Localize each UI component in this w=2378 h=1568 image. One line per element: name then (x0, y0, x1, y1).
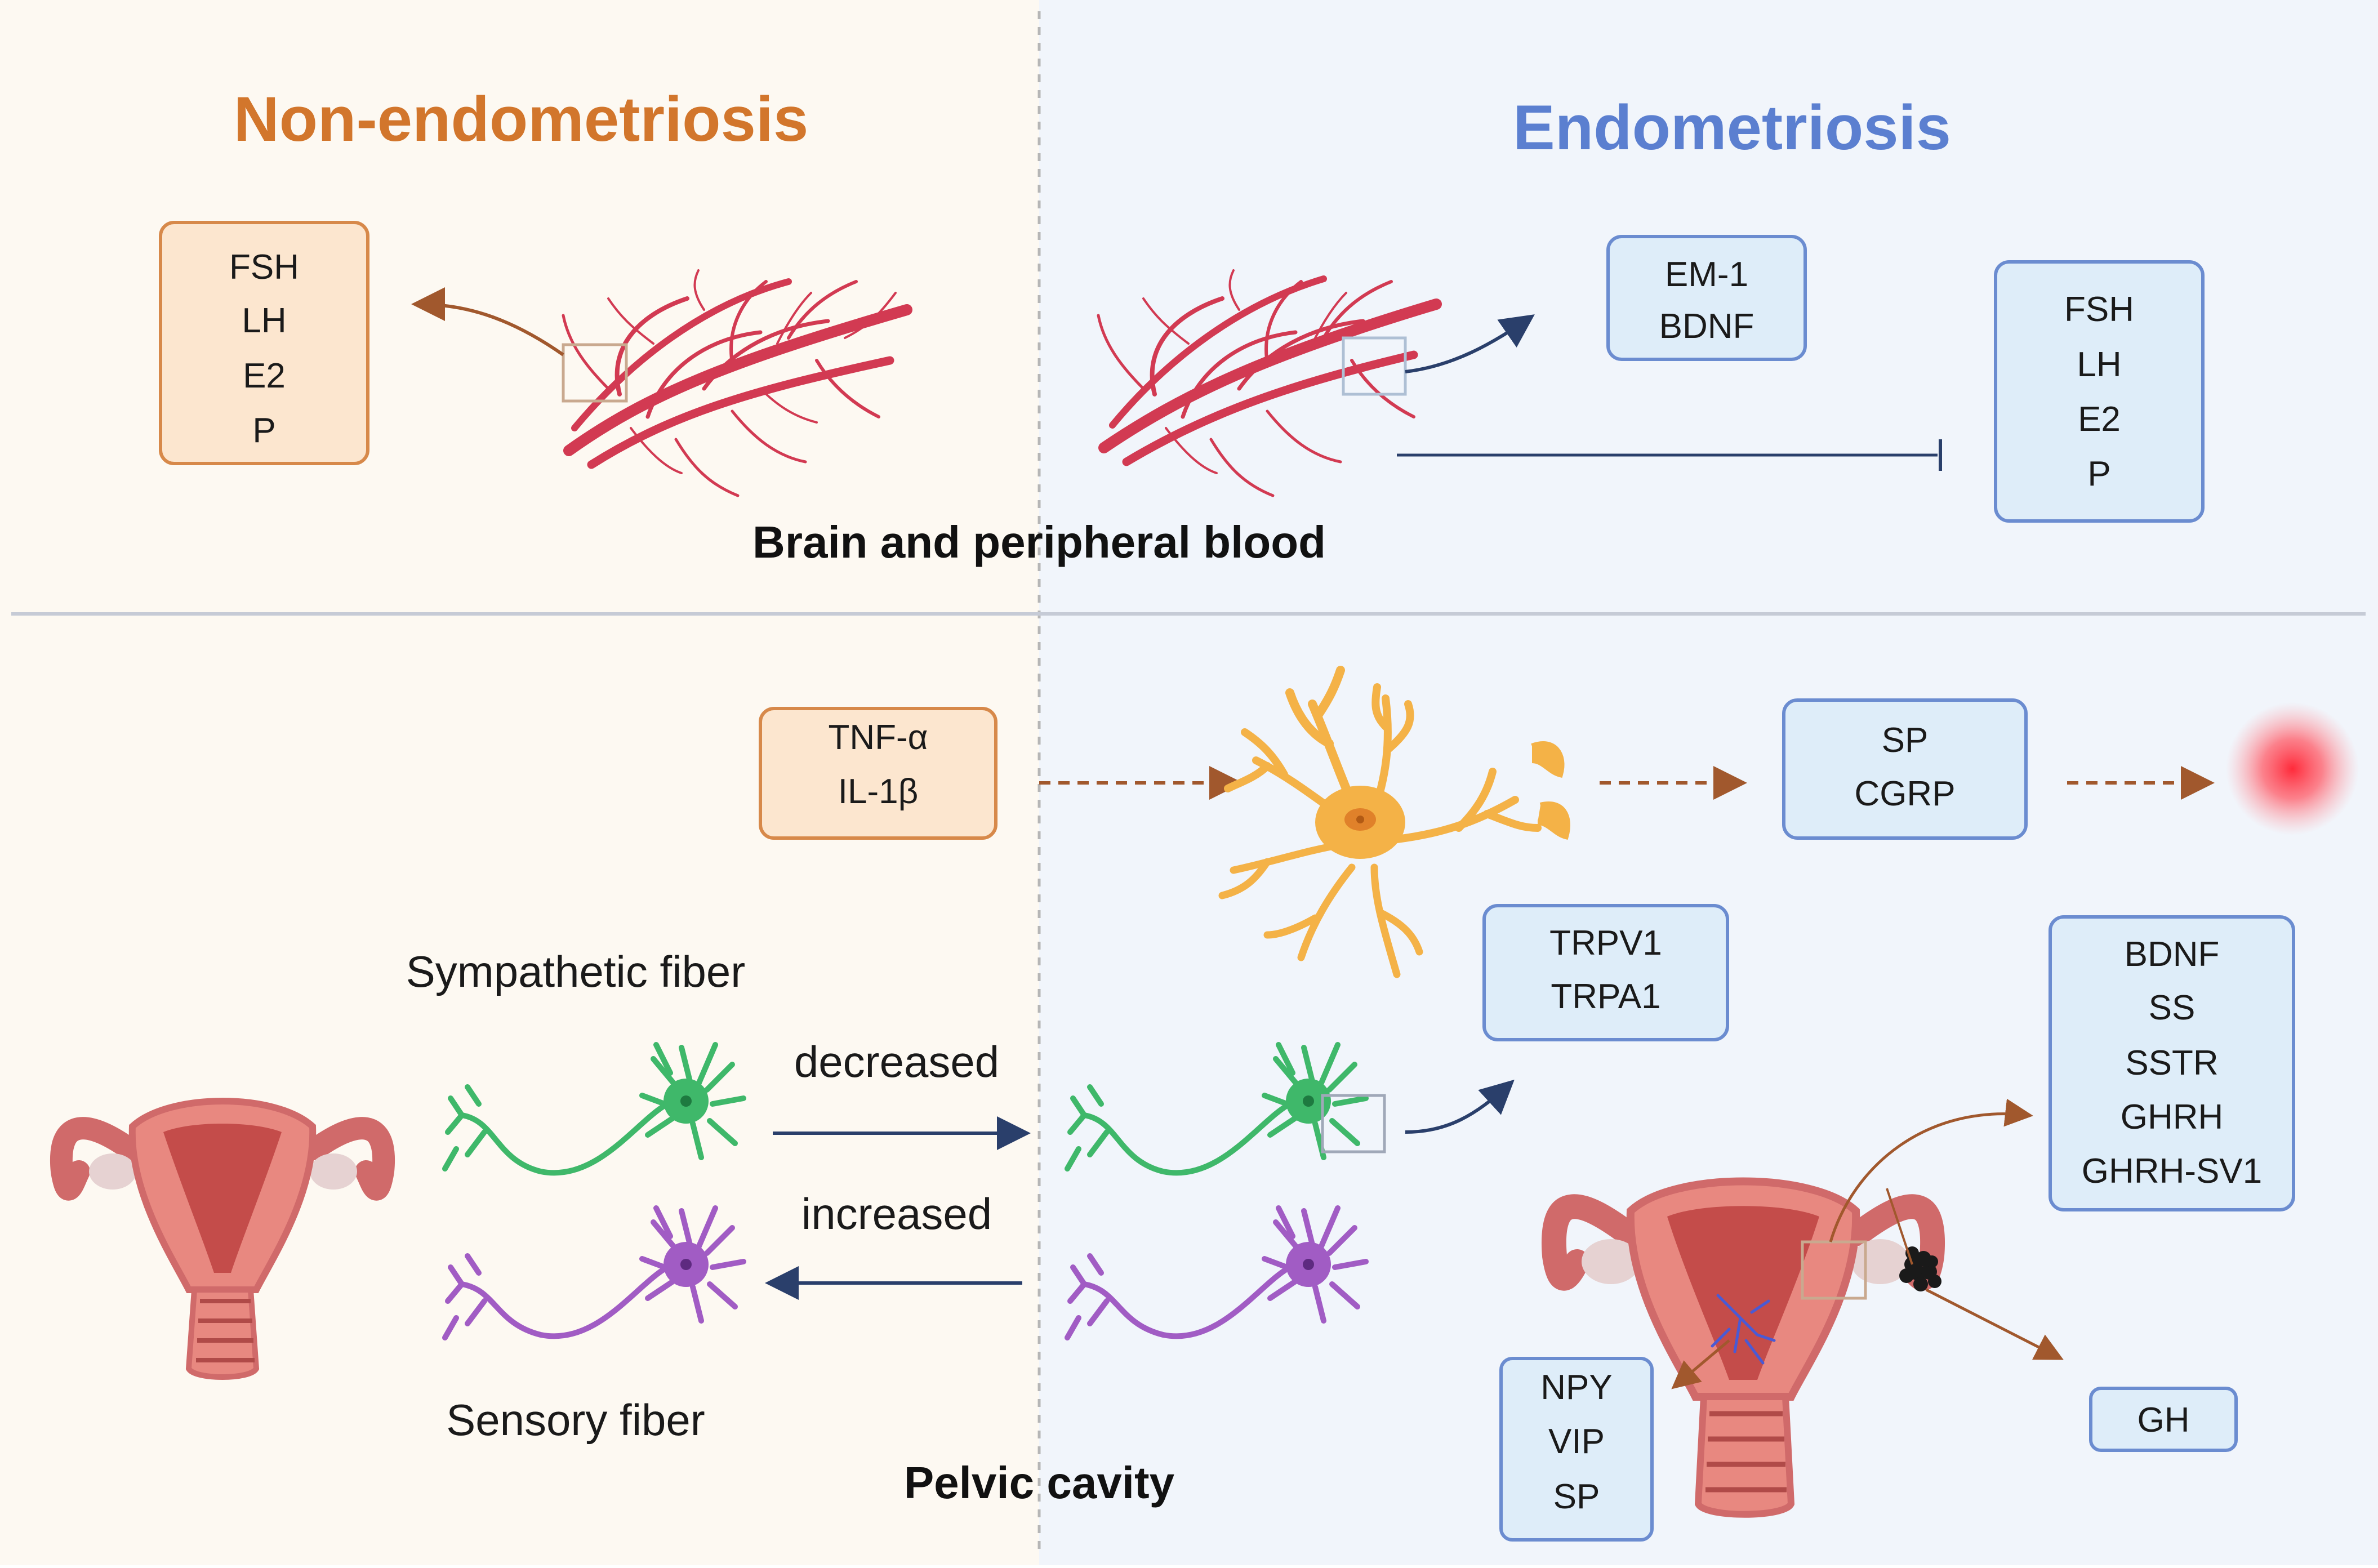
box-text: E2 (243, 357, 286, 395)
box-text: SP (1553, 1477, 1600, 1516)
box-text: CGRP (1854, 774, 1955, 813)
arrow-ovary-to-gh (1925, 1288, 2064, 1360)
zoom-box-uterus (1801, 1240, 1867, 1300)
box-text: E2 (2078, 400, 2121, 439)
sensory-neuron-icon-right (1065, 1205, 1369, 1340)
sympathetic-neuron-icon-right (1065, 1042, 1369, 1176)
box-text: TRPV1 (1549, 924, 1662, 963)
uterus-icon-left (50, 1098, 395, 1380)
box-trp: TRPV1 TRPA1 (1482, 904, 1729, 1041)
box-text: GHRH (2121, 1098, 2224, 1137)
arrow-neuron-to-trp (1405, 1079, 1515, 1134)
section-pelvic-cavity: Pelvic cavity (904, 1458, 1175, 1508)
sensory-neuron-nucleus-right (1303, 1259, 1314, 1270)
box-text: LH (2077, 345, 2121, 384)
box-text: FSH (2064, 290, 2134, 329)
arrow-uterus-to-npy (1671, 1339, 1730, 1389)
label-sympathetic-fiber: Sympathetic fiber (406, 947, 746, 996)
blood-vessel-icon-left (562, 269, 912, 497)
zoom-box-neuron (1321, 1094, 1386, 1153)
arrow-vessel-to-em1 (1405, 314, 1535, 373)
connector-lesion (1886, 1188, 1913, 1265)
blood-vessel-icon-right (1097, 269, 1442, 497)
sympathetic-neuron-nucleus-right (1303, 1095, 1314, 1107)
box-text: GHRH-SV1 (2082, 1152, 2262, 1191)
arrow-vessel-to-hormones (411, 287, 564, 357)
sensory-neuron-nucleus-left (680, 1259, 692, 1270)
label-increased: increased (801, 1189, 992, 1239)
box-text: TRPA1 (1551, 977, 1660, 1016)
box-text: EM-1 (1665, 255, 1748, 294)
pain-signal-icon (2226, 702, 2359, 835)
arrow-uterus-to-bdnf (1829, 1098, 2033, 1242)
box-non-hormones: FSH LH E2 P (159, 221, 369, 465)
label-sensory-fiber: Sensory fiber (446, 1395, 705, 1445)
lesion-nerve-network-icon (1711, 1294, 1776, 1365)
zoom-box-left (562, 343, 628, 403)
box-gh: GH (2089, 1387, 2238, 1452)
box-sp-cgrp: SP CGRP (1782, 698, 2028, 840)
box-cytokines: TNF-α IL-1β (759, 707, 997, 840)
box-text: VIP (1548, 1422, 1605, 1461)
box-text: P (2087, 455, 2110, 493)
box-endo-hormones: FSH LH E2 P (1994, 260, 2205, 523)
sympathetic-neuron-icon-left (442, 1042, 746, 1176)
box-text: GH (2137, 1401, 2190, 1440)
glial-cell-nucleolus (1356, 816, 1364, 823)
section-brain-blood: Brain and peripheral blood (752, 517, 1326, 567)
heading-endometriosis: Endometriosis (1513, 92, 1951, 163)
synapse-terminal-icon (1537, 801, 1570, 840)
sensory-neuron-icon-left (442, 1205, 746, 1340)
glial-cell-icon (1218, 666, 1542, 978)
box-npy-group: NPY VIP SP (1499, 1357, 1654, 1542)
sympathetic-neuron-nucleus-left (680, 1095, 692, 1107)
heading-non-endometriosis: Non-endometriosis (234, 84, 809, 154)
synapse-terminal-icon (1531, 741, 1565, 778)
box-text: SS (2149, 988, 2196, 1027)
box-text: LH (242, 301, 286, 340)
box-text: BDNF (1659, 307, 1754, 346)
box-text: FSH (229, 248, 299, 287)
label-decreased: decreased (794, 1037, 999, 1086)
zoom-box-right (1342, 336, 1407, 396)
box-text: SP (1882, 721, 1929, 760)
inhibition-line (1397, 439, 1942, 471)
box-text: TNF-α (828, 718, 928, 757)
box-text: NPY (1540, 1368, 1612, 1407)
box-text: SSTR (2125, 1044, 2218, 1083)
box-em1-bdnf: EM-1 BDNF (1606, 235, 1807, 361)
box-text: IL-1β (838, 772, 919, 811)
box-text: BDNF (2125, 935, 2220, 974)
box-text: P (252, 411, 275, 450)
uterus-icon-endometriosis (1541, 1177, 1945, 1518)
box-bdnf-group: BDNF SS SSTR GHRH GHRH-SV1 (2049, 915, 2295, 1211)
